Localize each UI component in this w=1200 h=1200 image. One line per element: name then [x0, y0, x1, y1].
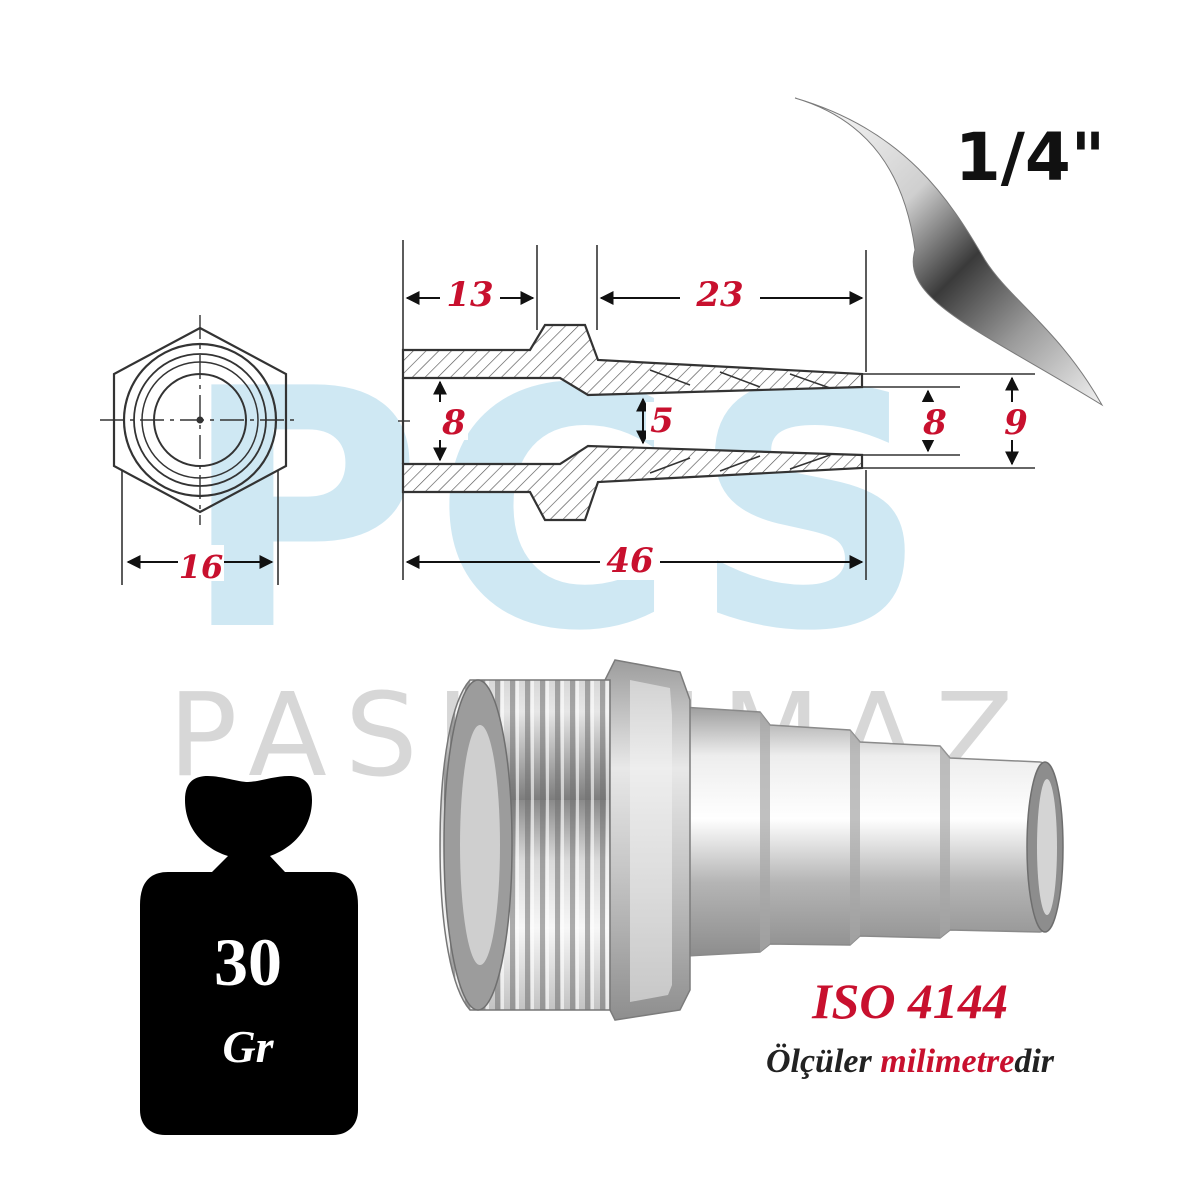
dimension-barb-inner-diameter: 8 — [922, 403, 947, 443]
product-render — [439, 659, 1064, 1021]
units-note-prefix: Ölçüler — [766, 1043, 880, 1080]
page-curl-icon — [794, 97, 1104, 407]
standard-label: ISO 4144 — [811, 973, 1008, 1029]
dimension-total-length: 46 — [606, 541, 653, 581]
units-note-highlight: milimetre — [880, 1043, 1014, 1080]
dimension-barb-length: 23 — [695, 275, 743, 315]
dimension-thread-length: 13 — [446, 275, 493, 315]
dimension-thread-bore: 8 — [441, 403, 466, 443]
weight-icon — [140, 775, 358, 1135]
dimension-hex-width: 16 — [179, 548, 224, 586]
dimension-barb-outer-diameter: 9 — [1004, 403, 1028, 443]
size-label: 1/4" — [955, 119, 1105, 196]
dimension-inner-bore: 5 — [650, 401, 674, 441]
sectional-side-view — [398, 240, 1035, 580]
units-note-suffix: dir — [1014, 1043, 1054, 1080]
weight-unit: Gr — [222, 1021, 274, 1072]
units-note: Ölçüler milimetredir — [766, 1043, 1055, 1080]
weight-value: 30 — [214, 924, 282, 1000]
